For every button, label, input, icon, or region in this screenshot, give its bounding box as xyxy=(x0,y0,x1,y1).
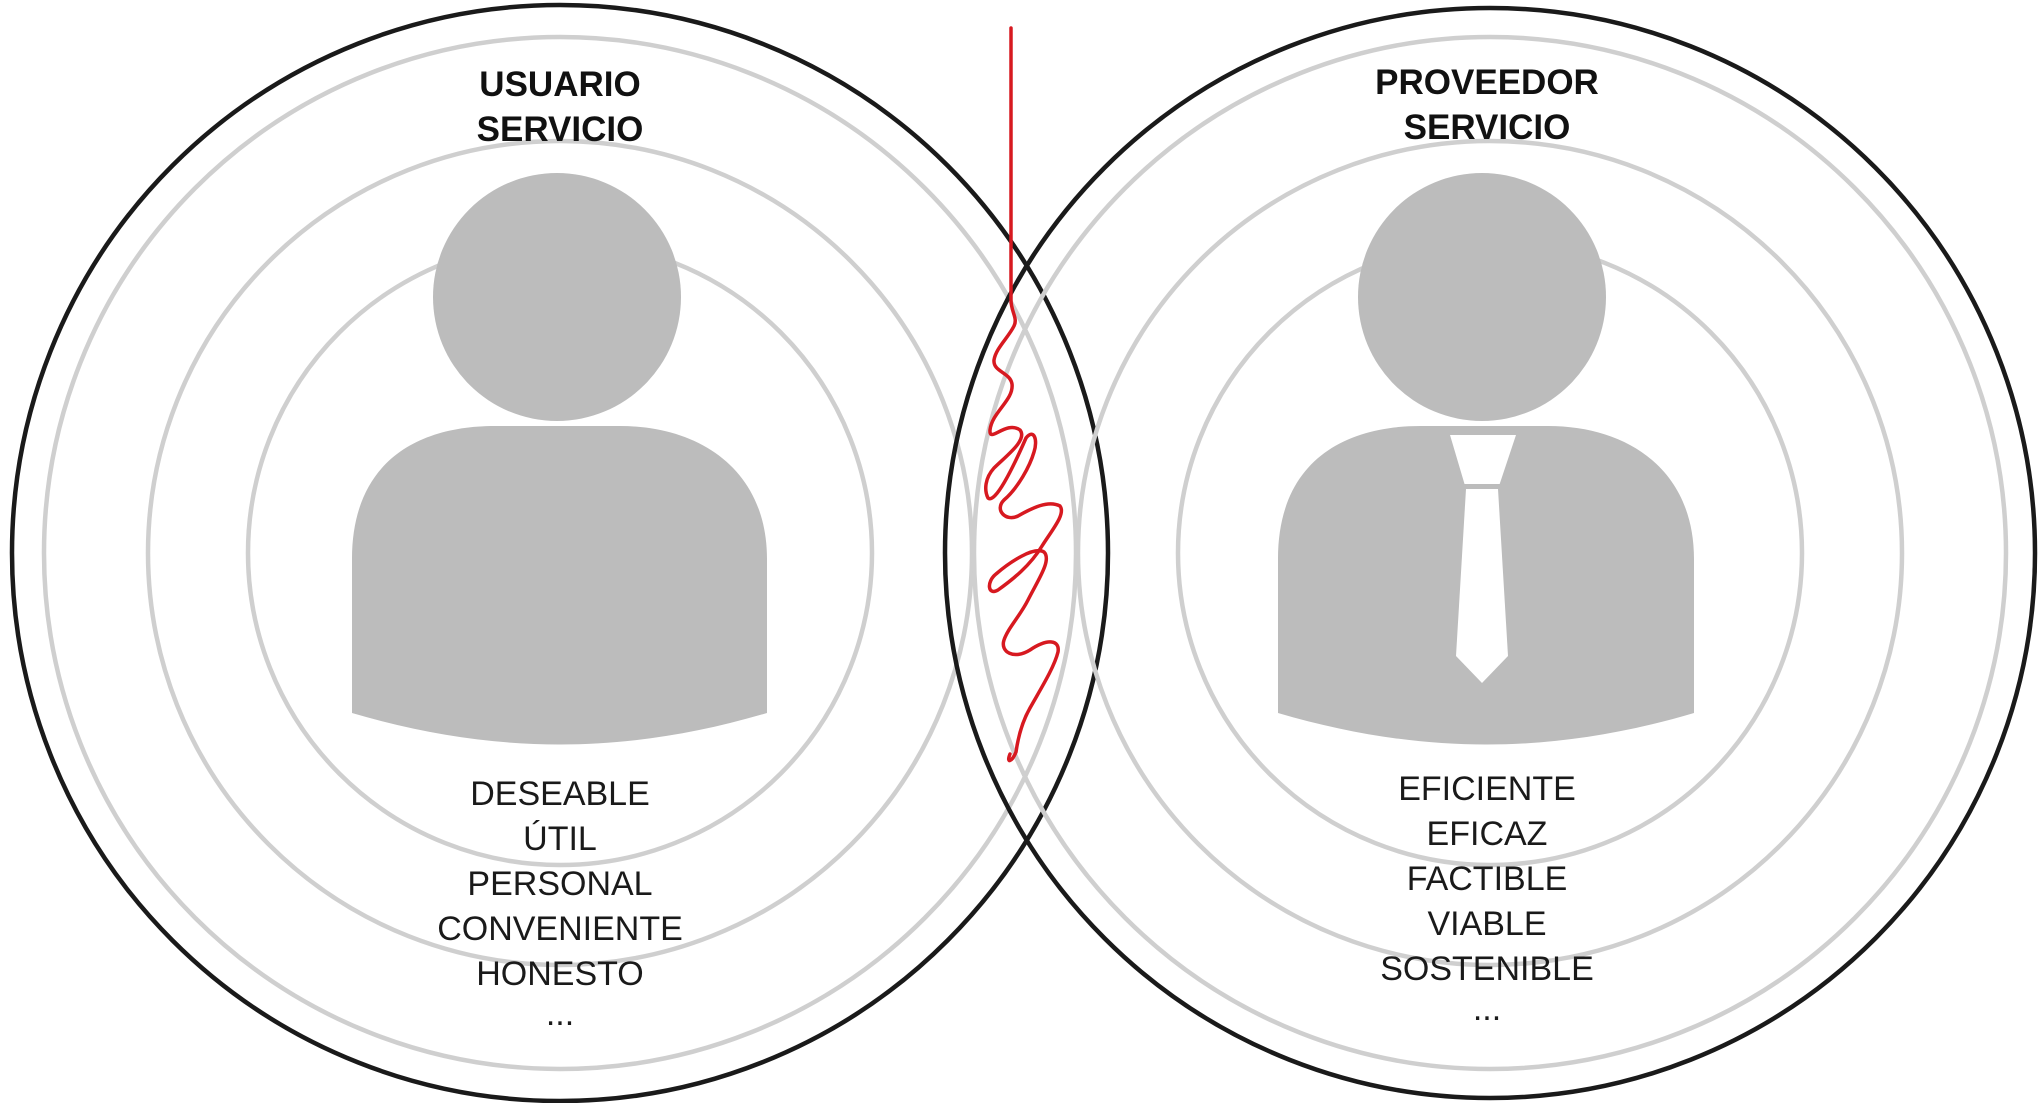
provider-trait: FACTIBLE xyxy=(1407,860,1568,898)
person-with-tie-icon xyxy=(1278,173,1694,745)
provider-ring-1 xyxy=(971,34,2009,1072)
user-title-line1: USUARIO xyxy=(479,65,640,104)
tension-line xyxy=(984,26,1064,763)
user-title-line2: SERVICIO xyxy=(477,110,644,149)
user-trait: CONVENIENTE xyxy=(437,910,683,948)
user-circle-group: USUARIO SERVICIO DESEABLE ÚTIL PERSONAL … xyxy=(9,2,1111,1103)
provider-trait: SOSTENIBLE xyxy=(1380,950,1594,988)
provider-title-line2: SERVICIO xyxy=(1404,108,1571,147)
user-outer-circle xyxy=(9,2,1111,1103)
provider-circle-group: PROVEEDOR SERVICIO EFICIENTE EFICAZ FACT… xyxy=(942,5,2038,1101)
provider-trait: EFICAZ xyxy=(1427,815,1548,853)
user-trait: ... xyxy=(546,995,574,1033)
provider-outer-circle xyxy=(942,5,2038,1101)
user-trait: HONESTO xyxy=(476,955,644,993)
provider-trait: ... xyxy=(1473,990,1501,1028)
user-trait: DESEABLE xyxy=(470,775,650,813)
person-icon xyxy=(352,173,767,745)
provider-trait: EFICIENTE xyxy=(1398,770,1576,808)
user-trait: PERSONAL xyxy=(467,865,652,903)
provider-ring-2 xyxy=(1075,138,1905,968)
user-trait: ÚTIL xyxy=(523,820,597,858)
provider-title-line1: PROVEEDOR xyxy=(1375,63,1599,102)
provider-trait: VIABLE xyxy=(1427,905,1546,943)
